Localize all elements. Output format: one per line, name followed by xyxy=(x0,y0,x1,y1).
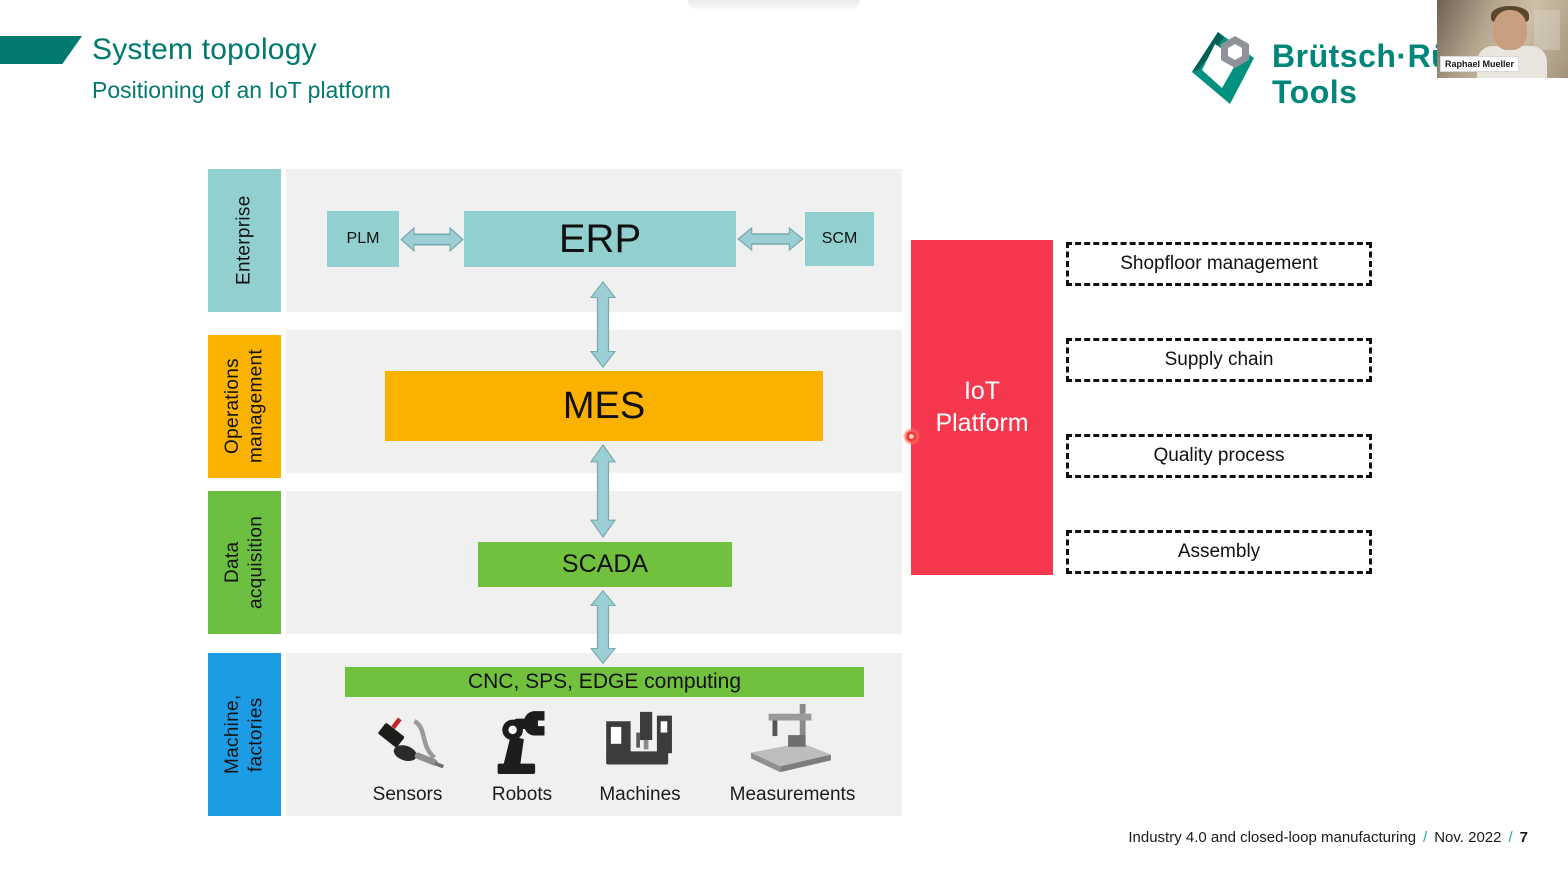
company-logo-icon xyxy=(1192,32,1254,104)
webcam-video-tile[interactable]: Raphael Mueller xyxy=(1437,0,1568,78)
robot-arm-icon xyxy=(497,711,545,774)
footer-date: Nov. 2022 xyxy=(1434,829,1502,846)
company-name-tools: Tools xyxy=(1272,74,1358,110)
slide-title: System topology xyxy=(92,33,317,66)
slide-subtitle: Positioning of an IoT platform xyxy=(92,77,391,103)
machine-item-label-sensors: Sensors xyxy=(372,784,443,805)
cnc-edge-box: CNC, SPS, EDGE computing xyxy=(345,667,864,697)
plm-erp-arrow xyxy=(400,226,464,253)
layer-label-machine-factories: Machine, factories xyxy=(208,653,281,816)
webcam-background xyxy=(1534,10,1560,50)
machine-item-label-robots: Robots xyxy=(491,784,553,805)
cmm-icon xyxy=(751,703,831,773)
title-accent-flag xyxy=(0,36,82,64)
footer-separator: / xyxy=(1508,829,1513,846)
erp-box: ERP xyxy=(464,211,736,267)
participant-name-tag: Raphael Mueller xyxy=(1440,56,1520,72)
scada-cnc-arrow xyxy=(590,590,616,664)
scm-box: SCM xyxy=(805,212,874,266)
app-box-quality-process: Quality process xyxy=(1066,434,1372,478)
layer-label-operations: Operations management xyxy=(208,335,281,478)
company-name: Brütsch·Rü xyxy=(1272,38,1452,74)
app-box-shopfloor-management: Shopfloor management xyxy=(1066,242,1372,286)
footer-text: Industry 4.0 and closed-loop manufacturi… xyxy=(1128,829,1417,846)
mes-scada-arrow xyxy=(590,444,616,538)
cnc-machine-icon xyxy=(606,711,672,765)
erp-mes-arrow xyxy=(590,281,616,368)
erp-scm-arrow xyxy=(737,226,804,252)
meeting-toolbar-edge xyxy=(688,0,860,10)
machine-item-label-measurements: Measurements xyxy=(729,784,856,805)
participant-head xyxy=(1493,10,1527,50)
sensor-icon xyxy=(378,717,445,769)
machine-item-label-machines: Machines xyxy=(599,784,681,805)
iot-platform-box: IoT Platform xyxy=(911,240,1053,575)
layer-label-enterprise: Enterprise xyxy=(208,169,281,312)
footer-page-number: 7 xyxy=(1519,829,1528,846)
scada-box: SCADA xyxy=(478,542,732,587)
layer-label-data-acquisition: Data acquisition xyxy=(208,491,281,634)
slide-footer: Industry 4.0 and closed-loop manufacturi… xyxy=(1128,829,1528,846)
laser-pointer-dot xyxy=(903,428,920,445)
plm-box: PLM xyxy=(327,211,399,267)
app-box-supply-chain: Supply chain xyxy=(1066,338,1372,382)
mes-box: MES xyxy=(385,371,823,441)
app-box-assembly: Assembly xyxy=(1066,530,1372,574)
footer-separator: / xyxy=(1423,829,1428,846)
